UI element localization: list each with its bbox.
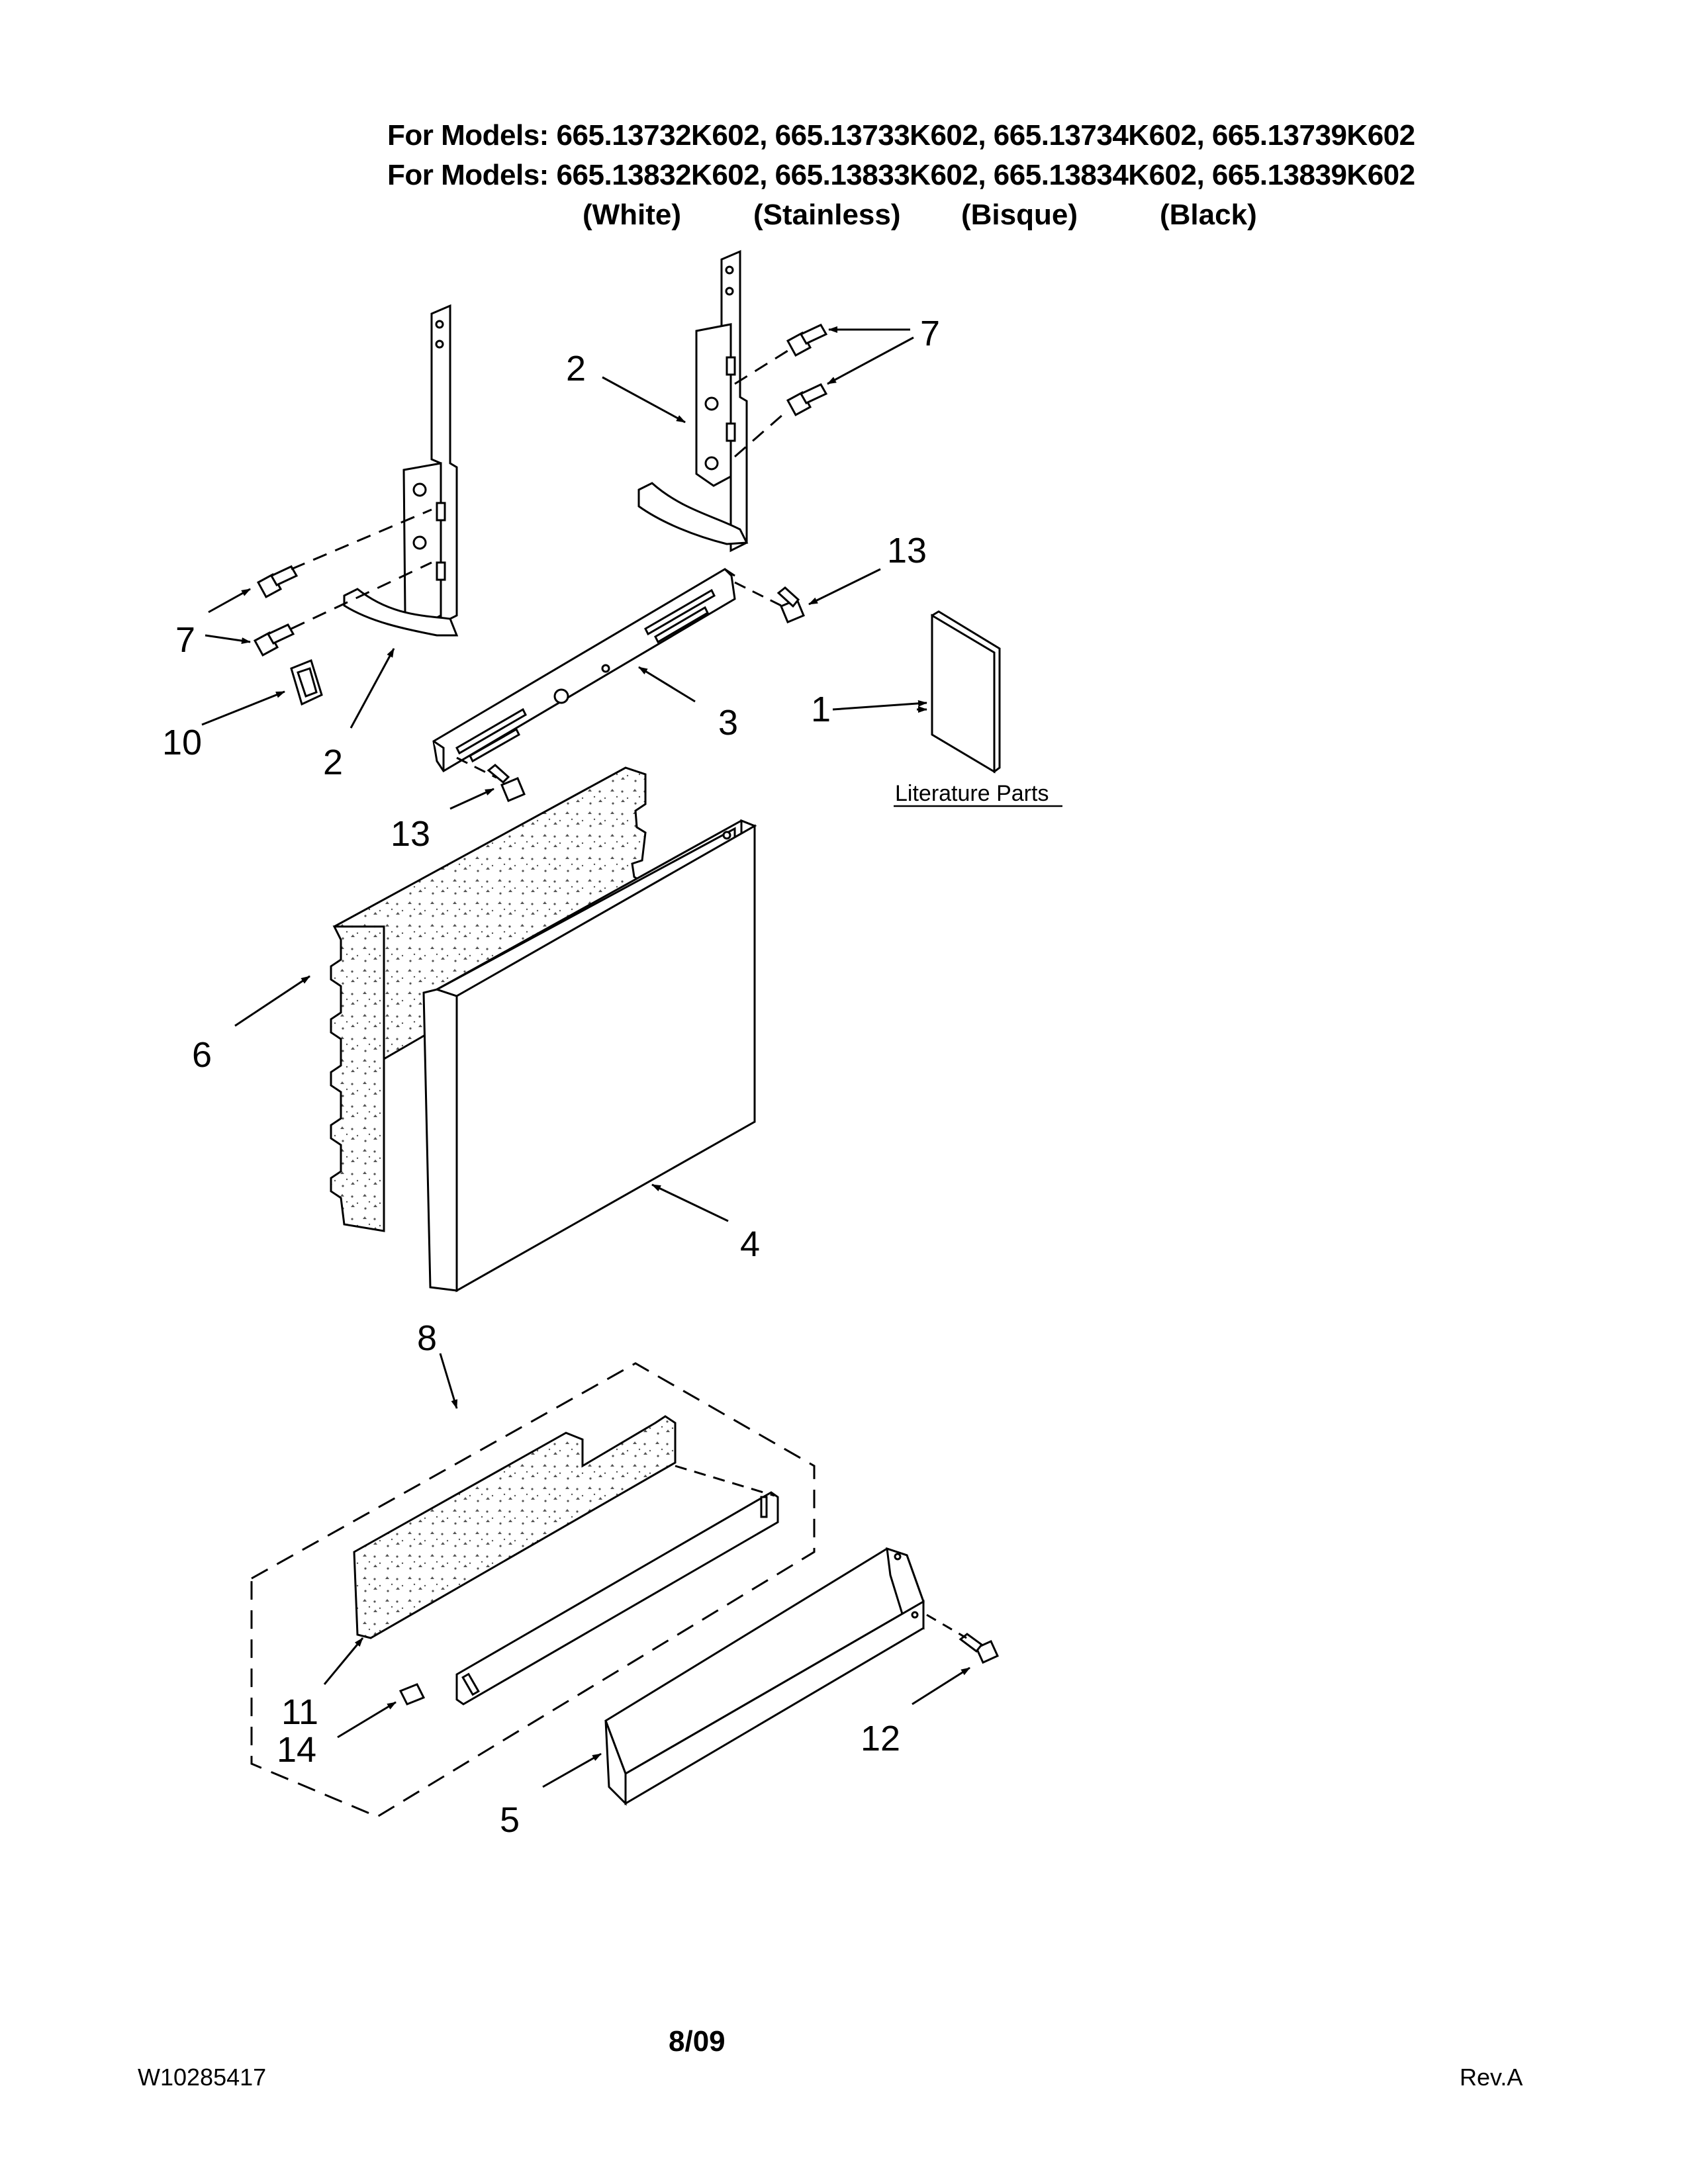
leader-13-right <box>808 568 881 606</box>
callout-5: 5 <box>500 1800 520 1840</box>
leader-10 <box>201 690 285 726</box>
leader-14 <box>337 1701 397 1739</box>
screw-guide-line <box>291 508 432 570</box>
callout-7-left: 7 <box>175 620 195 660</box>
hinge-screw-right-lower <box>786 383 828 417</box>
door-top-channel-bracket <box>432 568 736 773</box>
callout-2-right: 2 <box>566 349 586 388</box>
toe-panel-assembly-outline <box>250 1362 816 1818</box>
revision-date: 8/09 <box>669 2025 726 2058</box>
document-revision: Rev.A <box>1460 2064 1523 2091</box>
hinge-screw-right-upper <box>786 324 828 357</box>
bracket-screw-right <box>776 586 805 623</box>
screw-guide-line <box>734 349 788 385</box>
literature-booklet <box>931 610 1001 774</box>
color-white: (White) <box>583 199 682 231</box>
leader-arrows <box>201 326 970 1788</box>
toe-panel-insulation <box>353 1415 677 1639</box>
screw-guide-line <box>734 581 782 607</box>
screw-guide-line <box>926 1614 967 1639</box>
screw-guide-line <box>734 409 788 458</box>
color-bisque: (Bisque) <box>961 199 1078 231</box>
callout-10: 10 <box>162 723 202 762</box>
callout-1: 1 <box>811 690 831 729</box>
color-stainless: (Stainless) <box>753 199 901 231</box>
models-line-1: For Models: 665.13732K602, 665.13733K602… <box>387 119 1415 152</box>
callout-2-left: 2 <box>323 743 343 782</box>
hinge-screw-left-upper <box>256 565 299 599</box>
leader-7-left-lower <box>205 634 251 645</box>
leader-2-left <box>350 648 395 729</box>
screw-guide-line <box>456 756 497 779</box>
callout-8: 8 <box>417 1318 437 1358</box>
callout-4: 4 <box>740 1224 760 1264</box>
leader-4 <box>651 1183 729 1222</box>
toe-kick-panel <box>604 1547 925 1806</box>
callout-12: 12 <box>861 1719 900 1758</box>
literature-parts-label: Literature Parts <box>895 781 1049 806</box>
leader-3 <box>638 666 696 703</box>
leader-6 <box>234 975 310 1027</box>
leader-5 <box>542 1752 602 1788</box>
callout-7-right: 7 <box>920 314 940 353</box>
leader-2-right <box>602 376 686 424</box>
leader-7-left-upper <box>208 588 251 614</box>
screw-guide-line <box>291 561 432 630</box>
color-black: (Black) <box>1160 199 1257 231</box>
leader-8 <box>439 1353 458 1409</box>
leader-11 <box>323 1637 364 1685</box>
bracket-screw-left <box>487 764 526 802</box>
callout-14: 14 <box>277 1730 316 1770</box>
callout-6: 6 <box>192 1035 212 1075</box>
leader-1 <box>832 700 927 711</box>
leader-7-right-lower <box>827 336 914 385</box>
left-door-hinge-bracket <box>343 304 459 637</box>
hinge-spacer <box>290 659 323 706</box>
leader-12 <box>912 1666 970 1706</box>
hinge-screw-left-lower <box>253 623 295 657</box>
assembly-guide-line <box>675 1465 775 1497</box>
callout-13-right: 13 <box>887 531 927 570</box>
outer-door-panel <box>422 819 757 1293</box>
callout-13-left: 13 <box>391 814 430 854</box>
callout-3: 3 <box>718 703 738 743</box>
toe-panel-backing-plate <box>455 1491 779 1706</box>
right-door-hinge-bracket <box>637 250 749 553</box>
models-line-2: For Models: 665.13832K602, 665.13833K602… <box>387 159 1415 191</box>
document-part-number: W10285417 <box>138 2064 267 2091</box>
leader-13-left <box>449 788 494 810</box>
callout-11: 11 <box>281 1692 318 1732</box>
toe-panel-clip <box>399 1683 426 1706</box>
